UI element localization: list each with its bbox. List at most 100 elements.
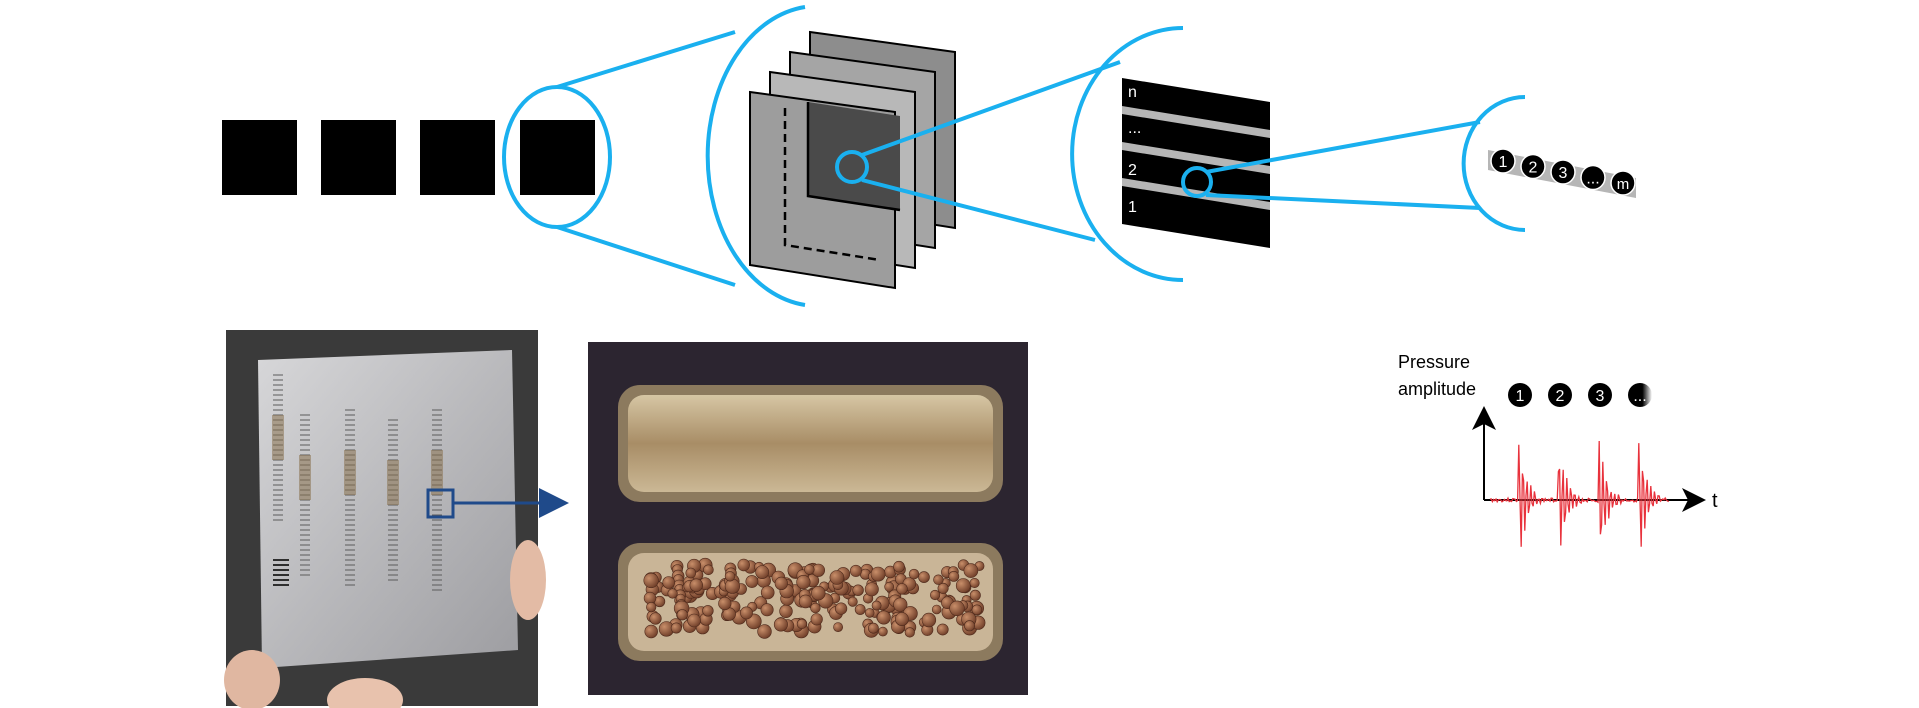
- plate-slot-columns: [272, 374, 443, 591]
- bead: [676, 609, 688, 621]
- zoom-lens-2: [835, 150, 869, 184]
- bead: [884, 581, 895, 592]
- sequence-badge-label-5: m: [1617, 176, 1630, 193]
- array-square-2: [321, 120, 396, 195]
- zoom-arc-2: [1070, 26, 1184, 282]
- zoom-ray-3b: [1205, 193, 1481, 210]
- bead: [760, 585, 775, 600]
- bead: [847, 596, 858, 607]
- array-square-1: [222, 120, 297, 195]
- striped-panel-bg: [1122, 78, 1270, 248]
- finger-left: [224, 650, 280, 708]
- bead: [936, 623, 949, 636]
- bead: [760, 603, 774, 617]
- stack-label-second: 2: [1128, 162, 1137, 179]
- zoom-arc-1: [705, 5, 806, 307]
- zoom-arc-3: [1461, 95, 1526, 232]
- sequence-badge-5: [1610, 170, 1636, 196]
- bead: [745, 575, 759, 588]
- empty-well-inner: [628, 395, 993, 492]
- bead: [921, 612, 937, 628]
- bead: [687, 613, 701, 628]
- bead: [895, 612, 909, 626]
- bead: [685, 567, 697, 579]
- signal-badge-1: [1508, 383, 1532, 407]
- bead: [937, 582, 949, 594]
- bead: [703, 564, 714, 576]
- stripe-1: [1122, 106, 1270, 138]
- bead: [931, 604, 942, 615]
- sequence-badge-label-3: 3: [1559, 165, 1568, 182]
- bead: [876, 610, 891, 625]
- bead: [667, 588, 678, 599]
- zoom-ray-1b: [556, 225, 736, 287]
- bead: [871, 600, 882, 611]
- bead: [955, 578, 971, 593]
- bead: [929, 589, 941, 601]
- zoom-ray-3a: [1205, 120, 1481, 174]
- signal-badge-2: [1548, 383, 1572, 407]
- zoom-ray-2b: [861, 178, 1096, 242]
- stack-label-ellipsis: ...: [1128, 120, 1141, 137]
- bead: [969, 589, 981, 601]
- bead: [779, 604, 793, 618]
- array-square-3: [420, 120, 495, 195]
- array-squares: [222, 120, 595, 195]
- bead: [908, 568, 920, 580]
- dashed-outline: [783, 108, 881, 262]
- stack-label-first: 1: [1128, 199, 1137, 216]
- zoom-ray-2a: [861, 60, 1121, 157]
- layer-stack: [749, 30, 956, 290]
- signal-badge-3: [1588, 383, 1612, 407]
- stack-label-top: n: [1128, 84, 1137, 101]
- bead: [774, 576, 788, 591]
- bead: [834, 602, 848, 615]
- bead-cluster: [643, 557, 986, 639]
- sequence-badge-2: [1520, 153, 1546, 180]
- bead: [796, 574, 811, 590]
- bead: [896, 583, 908, 595]
- bead: [755, 565, 770, 579]
- finger-right: [510, 540, 546, 620]
- bead: [969, 577, 980, 588]
- plate-filled-slot: [272, 415, 284, 460]
- zoom-lens-3: [1181, 166, 1213, 198]
- bead: [864, 608, 875, 618]
- bead: [864, 582, 879, 597]
- plate-filled-slot: [299, 455, 311, 500]
- bead: [740, 606, 753, 620]
- signal-badge-label-2: 2: [1556, 388, 1565, 405]
- signal-badge-4: [1628, 383, 1652, 407]
- inner-dark-region: [808, 102, 900, 210]
- bead: [949, 600, 965, 616]
- bead: [948, 571, 960, 582]
- sequence-badge-label-1: 1: [1499, 154, 1508, 171]
- bead: [798, 594, 813, 609]
- bead: [933, 574, 944, 585]
- bead: [963, 620, 975, 632]
- bead: [724, 571, 736, 582]
- bead: [757, 624, 772, 639]
- signal-ylabel-line1: Pressure: [1398, 352, 1470, 372]
- bead: [773, 617, 788, 632]
- bead: [918, 571, 930, 583]
- bead: [644, 624, 658, 639]
- bead: [646, 601, 657, 613]
- bead: [854, 604, 866, 615]
- bead: [870, 566, 886, 582]
- bead: [810, 602, 821, 614]
- zoom-ray-1a: [556, 30, 736, 89]
- signal-ylabel-line2: amplitude: [1398, 379, 1476, 399]
- bead: [643, 572, 659, 589]
- sequence-badge-label-4: ...: [1586, 171, 1599, 188]
- bead: [804, 564, 815, 575]
- plate-filled-slot: [431, 450, 443, 495]
- plate-filled-slot: [387, 460, 399, 505]
- bead: [904, 627, 915, 638]
- bead: [893, 560, 905, 573]
- bead: [852, 584, 864, 596]
- bead: [878, 626, 888, 637]
